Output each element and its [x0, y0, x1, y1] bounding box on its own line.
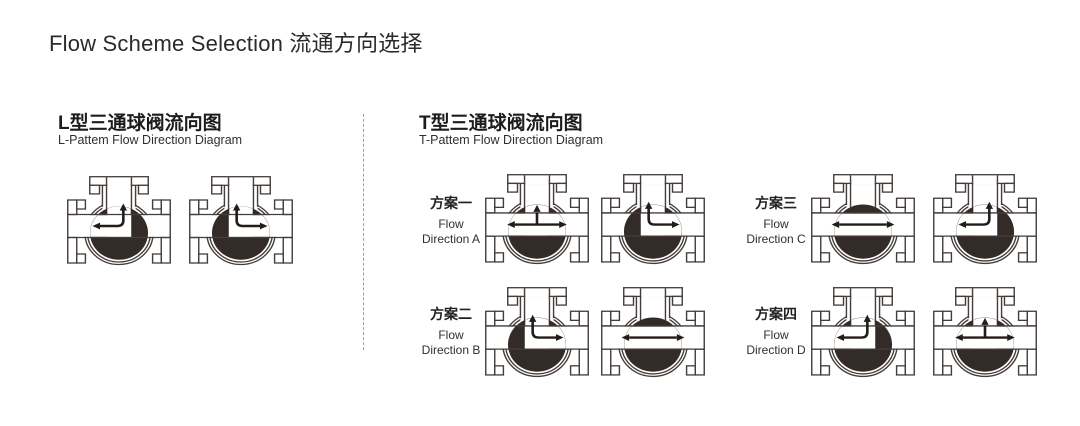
arrow-head-up	[644, 201, 653, 209]
valve-diagram-l2	[189, 176, 293, 270]
valve-diagram-a2	[601, 174, 705, 269]
arrow-head-up	[528, 314, 537, 322]
scheme-3-label-zh: 方案三	[755, 195, 797, 211]
arrow-head-right	[555, 334, 564, 341]
left-flange	[601, 197, 612, 214]
right-flange	[904, 197, 915, 214]
right-flange	[282, 199, 293, 216]
t-section-title-en: T-Pattem Flow Direction Diagram	[419, 133, 604, 147]
arrow-head-up	[119, 203, 128, 211]
left-flange	[811, 197, 822, 214]
three-way-valve-top-left	[811, 287, 915, 378]
arrow-head-left	[507, 221, 515, 228]
arrow-head-left	[831, 221, 840, 228]
three-way-valve-top-right	[485, 287, 589, 378]
scheme-3-label: 方案三 Flow Direction C	[745, 195, 807, 247]
arrow-head-left	[836, 334, 845, 341]
scheme-3-label-en-2: Direction C	[746, 232, 806, 246]
arrow-head-right	[1007, 334, 1015, 341]
flow-arrow-shaft	[235, 210, 261, 228]
arrow-head-right	[259, 222, 268, 230]
left-flange	[67, 199, 78, 216]
page-title: Flow Scheme Selection 流通方向选择	[49, 31, 423, 56]
flow-arrow-shaft	[531, 321, 557, 339]
scheme-2-label-en-1: Flow	[438, 328, 464, 342]
arrow-head-left	[621, 334, 630, 341]
valve-diagram-d1	[811, 287, 915, 382]
three-way-valve-top-right	[189, 176, 293, 266]
scheme-4-label-en-1: Flow	[763, 328, 789, 342]
valve-diagram-c1	[811, 174, 915, 269]
valve-diagram-b2	[601, 287, 705, 382]
arrow-head-up	[981, 317, 989, 325]
scheme-4-label: 方案四 Flow Direction D	[745, 306, 807, 358]
scheme-4-label-en-2: Direction D	[746, 343, 806, 357]
l-section-title-en: L-Pattem Flow Direction Diagram	[58, 133, 243, 147]
scheme-1-label-zh: 方案一	[430, 195, 472, 211]
right-flange	[1026, 197, 1037, 214]
left-flange	[189, 199, 200, 216]
flow-arrow-shaft	[647, 208, 673, 226]
arrow-head-left	[958, 221, 967, 228]
arrow-head-up	[985, 201, 994, 209]
section-divider	[363, 114, 364, 350]
arrow-head-right	[559, 221, 567, 228]
left-flange	[601, 310, 612, 327]
flow-arrow-shaft	[514, 212, 560, 226]
right-flange	[160, 199, 171, 216]
arrow-head-right	[886, 221, 895, 228]
arrow-head-left	[92, 222, 101, 230]
three-way-valve-left-right	[601, 287, 705, 378]
valve-diagram-c2	[933, 174, 1037, 269]
right-flange	[904, 310, 915, 327]
left-flange	[485, 310, 496, 327]
three-way-valve-all-ports	[485, 174, 589, 265]
valve-diagram-d2	[933, 287, 1037, 382]
flow-arrow-shaft	[965, 208, 991, 226]
three-way-valve-left-right	[811, 174, 915, 265]
arrow-head-right	[671, 221, 680, 228]
valve-diagram-a1	[485, 174, 589, 269]
three-way-valve-top-right	[601, 174, 705, 265]
flow-arrow-shaft	[843, 321, 869, 339]
arrow-head-up	[533, 204, 541, 212]
right-flange	[578, 310, 589, 327]
left-flange	[933, 310, 944, 327]
valve-diagram-b1	[485, 287, 589, 382]
right-flange	[694, 310, 705, 327]
left-flange	[811, 310, 822, 327]
right-flange	[578, 197, 589, 214]
left-flange	[485, 197, 496, 214]
arrow-head-up	[863, 314, 872, 322]
flow-arrow-shaft	[99, 210, 125, 228]
three-way-valve-all-ports	[933, 287, 1037, 378]
arrow-head-up	[232, 203, 241, 211]
flow-arrow-shaft	[962, 325, 1008, 339]
right-flange	[694, 197, 705, 214]
arrow-head-left	[955, 334, 963, 341]
scheme-2-label-zh: 方案二	[430, 306, 472, 322]
three-way-valve-top-left	[933, 174, 1037, 265]
t-section-title-zh: T型三通球阀流向图	[419, 113, 583, 134]
scheme-2-label-en-2: Direction B	[421, 343, 481, 357]
three-way-valve-top-left	[67, 176, 171, 266]
scheme-1-label: 方案一 Flow Direction A	[420, 195, 482, 247]
arrow-head-right	[676, 334, 685, 341]
valve-diagram-l1	[67, 176, 171, 270]
scheme-1-label-en-1: Flow	[438, 217, 464, 231]
scheme-4-label-zh: 方案四	[755, 306, 797, 322]
left-flange	[933, 197, 944, 214]
right-flange	[1026, 310, 1037, 327]
scheme-1-label-en-2: Direction A	[421, 232, 481, 246]
scheme-2-label: 方案二 Flow Direction B	[420, 306, 482, 358]
scheme-3-label-en-1: Flow	[763, 217, 789, 231]
l-section-title-zh: L型三通球阀流向图	[58, 113, 222, 134]
